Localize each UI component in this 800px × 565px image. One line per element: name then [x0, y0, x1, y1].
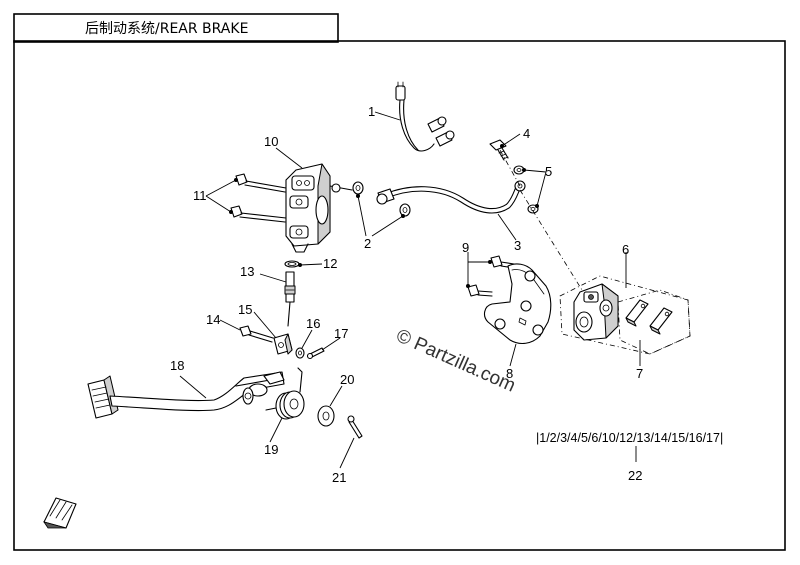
watermark: © Partzilla.com: [393, 325, 519, 396]
part-14-clevis-pin: [239, 325, 274, 343]
callout-20: 20: [340, 372, 354, 387]
callout-13: 13: [240, 264, 254, 279]
callout-15: 15: [238, 302, 252, 317]
part-11-bolts: [230, 173, 287, 223]
diagram-frame: [13, 40, 786, 551]
hose-to-caliper-line: [519, 189, 583, 291]
part-20-washer: [317, 405, 335, 427]
part-2-washers: [352, 181, 411, 217]
callout-5: 5: [545, 164, 552, 179]
callout-numbers: 1 2 3 4 5 6 7 8 9 10 11 12 13 14 15 16 1…: [170, 104, 643, 485]
leader-lines: [179, 111, 641, 469]
part-6-brake-caliper: [573, 283, 619, 341]
callout-12: 12: [323, 256, 337, 271]
callout-6: 6: [622, 242, 629, 257]
callout-11: 11: [193, 188, 207, 203]
callout-2: 2: [364, 236, 371, 251]
part-10-master-cylinder: [285, 163, 353, 253]
callout-1: 1: [368, 104, 375, 119]
part-8-caliper-bracket: [483, 263, 552, 345]
callout-21: 21: [332, 470, 346, 485]
callout-19: 19: [264, 442, 278, 457]
title-box: [13, 13, 339, 43]
callout-4: 4: [523, 126, 530, 141]
part-18-brake-pedal: [87, 371, 285, 419]
part-13-push-rod: [284, 271, 296, 327]
kit-contents-note: |1/2/3/4/5/6/10/12/13/14/15/16/17|: [536, 431, 723, 445]
callout-18: 18: [170, 358, 184, 373]
callout-14: 14: [206, 312, 220, 327]
pad-set-outline: [617, 289, 691, 355]
callout-9: 9: [462, 240, 469, 255]
part-21-cotter-pin: [347, 415, 363, 439]
part-1-brake-switch-cable: [395, 81, 455, 152]
part-12-circlip: [284, 260, 300, 268]
part-19-return-spring: [265, 367, 305, 420]
part-9-bolts: [467, 255, 515, 297]
bolt-to-hose-line: [499, 149, 521, 187]
callout-17: 17: [334, 326, 348, 341]
callout-22: 22: [628, 468, 642, 483]
diagram-title: 后制动系统/REAR BRAKE: [85, 21, 248, 37]
callout-10: 10: [264, 134, 278, 149]
part-3-brake-hose: [376, 180, 526, 214]
part-16-washer: [295, 347, 305, 359]
part-15-clevis: [273, 333, 293, 355]
part-7-brake-pads: [625, 299, 673, 335]
callout-16: 16: [306, 316, 320, 331]
callout-7: 7: [636, 366, 643, 381]
part-4-banjo-bolt: [489, 139, 509, 161]
callout-3: 3: [514, 238, 521, 253]
callout-8: 8: [506, 366, 513, 381]
part-17-cotter-pin: [306, 347, 325, 360]
corner-logo-icon: [43, 497, 77, 529]
